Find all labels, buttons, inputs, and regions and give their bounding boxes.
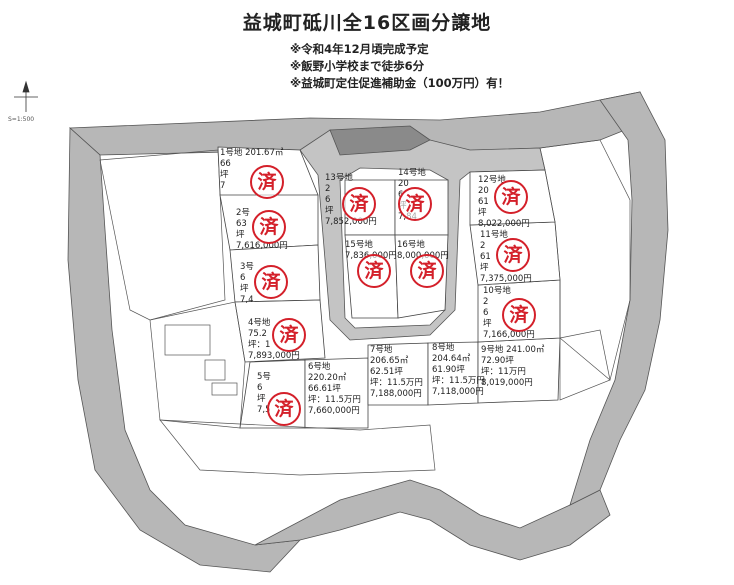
sold-stamp-icon: 済 (357, 254, 391, 288)
lot-info-line: 8,022,000円 (478, 219, 530, 229)
north-arrow-icon (14, 80, 38, 112)
note-subsidy: ※益城町定住促進補助金（100万円）有！ (290, 76, 510, 90)
lot-info-line: 11号地 (480, 230, 508, 240)
lot-info-line: 7,4 (240, 295, 254, 305)
sold-stamp-icon: 済 (494, 180, 528, 214)
lot-info-line: 2 (483, 297, 489, 307)
lot-info-line: 66 (220, 159, 231, 169)
page-title: 益城町砥川全16区画分譲地 (242, 12, 492, 34)
lot-info-line: 3号 (240, 262, 254, 272)
lot-info-line: 10号地 (483, 286, 511, 296)
lot-info-line: 坪 (236, 230, 245, 240)
lot-6 (304, 357, 369, 429)
sold-stamp-icon: 済 (398, 187, 432, 221)
lot-info-line: 坪：11.5万円 (370, 378, 423, 388)
lot-info-line: 坪 (220, 170, 229, 180)
lot-info-line: 6 (257, 383, 263, 393)
lot-info-line: 7,893,000円 (248, 351, 300, 361)
road-inner-block (329, 125, 431, 156)
sold-stamp-icon: 済 (496, 238, 530, 272)
sold-stamp-icon: 済 (272, 318, 306, 352)
lot-info-line: 1号地 201.67㎡ (220, 148, 284, 158)
lot-info-line: 7,118,000円 (432, 387, 484, 397)
lot-info-line: 坪 (325, 206, 334, 216)
lot-info-line: 7,5 (257, 405, 271, 415)
sold-stamp-icon: 済 (342, 187, 376, 221)
lot-info-line: 5号 (257, 372, 271, 382)
lot-info-line: 75.2 (248, 329, 267, 339)
lot-info-line: 9号地 241.00㎡ (481, 345, 545, 355)
lot-info-line: 7,188,000円 (370, 389, 422, 399)
lot-info-line: 4号地 (248, 318, 271, 328)
lot-info-line: 7,660,000円 (308, 406, 360, 416)
lot-info-line: 2 (325, 184, 331, 194)
lot-info-line: 7,616,000円 (236, 241, 288, 251)
lot-info-line: 7,166,000円 (483, 330, 535, 340)
lot-info-line: 7号地 (370, 345, 393, 355)
note-completion: ※令和4年12月頃完成予定 (290, 42, 429, 56)
lot-info-line: 66.61坪 (308, 384, 341, 394)
lot-info-line: 14号地 (398, 168, 426, 178)
lot-info-line: 63 (236, 219, 247, 229)
lot-info-line: 62.51坪 (370, 367, 403, 377)
sold-stamp-icon: 済 (250, 165, 284, 199)
sold-stamp-icon: 済 (254, 265, 288, 299)
lot-info-line: 6 (240, 273, 246, 283)
lot-info-line: 坪：1 (248, 340, 271, 350)
lot-info-line: 坪：11万円 (481, 367, 526, 377)
lot-info-line: 8号地 (432, 343, 455, 353)
lot-info-line: 坪：11.5万円 (432, 376, 485, 386)
note-school-distance: ※飯野小学校まで徒歩6分 (290, 59, 425, 73)
lot-info-line: 61 (478, 197, 489, 207)
lot-info-line: 2 (480, 241, 486, 251)
road-right (569, 91, 669, 506)
sold-stamp-icon: 済 (252, 210, 286, 244)
lot-info-line: 7,852,000円 (325, 217, 377, 227)
lot-info-line: 72.90坪 (481, 356, 514, 366)
lot-info-line: 7,375,000円 (480, 274, 532, 284)
road-bottom (254, 479, 611, 561)
scale-label: S=1:500 (8, 116, 35, 123)
lot-info-line: 坪 (240, 284, 249, 294)
lot-info-line: 7 (220, 181, 226, 191)
sold-stamp-icon: 済 (267, 392, 301, 426)
lot-info-line: 12号地 (478, 175, 506, 185)
lot-info-line: 坪 (478, 208, 487, 218)
sold-stamp-icon: 済 (410, 254, 444, 288)
lot-info-line: 220.20㎡ (308, 373, 347, 383)
lot-info-line: 204.64㎡ (432, 354, 471, 364)
lot-info-line: 20 (478, 186, 489, 196)
lot-info-line: 13号地 (325, 173, 353, 183)
lot-info-line: 6号地 (308, 362, 331, 372)
lot-info-line: 15号地 (345, 240, 373, 250)
lot-info-line: 6 (325, 195, 331, 205)
lot-info-line: 2号 (236, 208, 250, 218)
lot-info-line: 206.65㎡ (370, 356, 409, 366)
lot-info-line: 6 (483, 308, 489, 318)
lot-info-line: 坪 (480, 263, 489, 273)
lot-info-line: 坪 (483, 319, 492, 329)
lot-info-line: 8,019,000円 (481, 378, 533, 388)
lot-info-line: 61 (480, 252, 491, 262)
lot-info-line: 坪：11.5万円 (308, 395, 361, 405)
lot-info-line: 20 (398, 179, 409, 189)
lot-info-line: 61.90坪 (432, 365, 465, 375)
sold-stamp-icon: 済 (502, 298, 536, 332)
lot-info-line: 16号地 (397, 240, 425, 250)
lot-info-line: 坪 (257, 394, 266, 404)
